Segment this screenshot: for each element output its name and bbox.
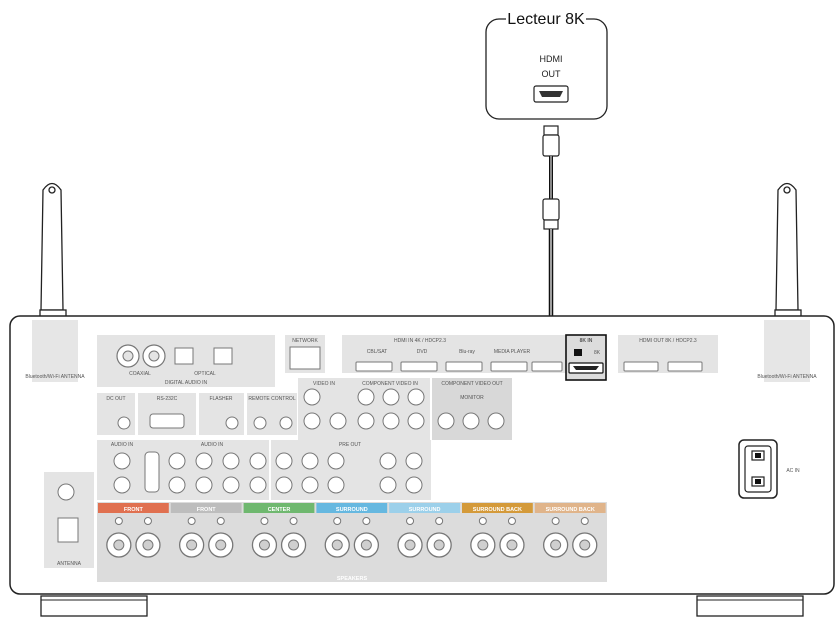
polarity-mark bbox=[478, 517, 487, 525]
polarity-mark bbox=[143, 517, 152, 525]
player-device: Lecteur 8K HDMI OUT bbox=[485, 11, 608, 120]
speaker-group: FRONT bbox=[98, 503, 169, 558]
speaker-group-header bbox=[98, 503, 169, 513]
speaker-group: SURROUND BACK bbox=[462, 503, 533, 558]
polarity-mark bbox=[551, 517, 560, 525]
speaker-terminal-core bbox=[550, 539, 562, 551]
polarity-mark bbox=[289, 517, 298, 525]
speaker-group-label: SURROUND BACK bbox=[546, 507, 595, 513]
video-panel: VIDEO IN COMPONENT VIDEO IN COMPONENT VI… bbox=[298, 378, 512, 440]
speaker-group: SURROUND bbox=[389, 503, 460, 558]
speaker-group-header bbox=[170, 503, 242, 513]
polarity-mark bbox=[333, 517, 342, 525]
speaker-group: CENTER bbox=[243, 503, 315, 558]
hdmi-out-label-1: HDMI bbox=[540, 54, 563, 64]
antenna-label-right: Bluetooth/Wi-Fi ANTENNA bbox=[757, 374, 817, 380]
network-panel: NETWORK bbox=[285, 335, 325, 373]
speaker-group-header bbox=[462, 503, 533, 513]
digital-audio-in-panel: COAXIAL OPTICAL DIGITAL AUDIO IN bbox=[97, 335, 275, 387]
speaker-group-label: FRONT bbox=[124, 507, 144, 513]
eight-k-port-label: 8K bbox=[594, 350, 601, 356]
polarity-mark bbox=[580, 517, 589, 525]
player-title: Lecteur 8K bbox=[507, 11, 585, 28]
coaxial-label: COAXIAL bbox=[129, 371, 151, 377]
component-video-in-label: COMPONENT VIDEO IN bbox=[362, 381, 418, 387]
speaker-terminal-core bbox=[404, 539, 416, 551]
dc-out-label: DC OUT bbox=[106, 396, 125, 402]
speaker-group-label: SURROUND BACK bbox=[473, 507, 522, 513]
polarity-mark bbox=[114, 517, 123, 525]
hdmi-input-4: MEDIA PLAYER bbox=[494, 349, 531, 355]
speaker-terminal-core bbox=[288, 539, 300, 551]
antenna-right bbox=[774, 182, 802, 321]
polarity-mark bbox=[187, 517, 196, 525]
control-panel: DC OUT RS-232C FLASHER REMOTE CONTROL bbox=[97, 393, 297, 435]
eight-k-in-label: 8K IN bbox=[580, 338, 593, 344]
hdmi-input-3: Blu-ray bbox=[459, 349, 475, 355]
speaker-group-label: CENTER bbox=[268, 507, 291, 513]
speaker-terminal-core bbox=[215, 539, 227, 551]
antenna-left bbox=[39, 182, 67, 321]
polarity-mark bbox=[216, 517, 225, 525]
pre-out-label: PRE OUT bbox=[339, 442, 361, 448]
polarity-mark bbox=[435, 517, 444, 525]
speaker-terminal-core bbox=[506, 539, 518, 551]
hdmi-in-label: HDMI IN 4K / HDCP2.3 bbox=[394, 338, 446, 344]
speaker-terminal-core bbox=[142, 539, 154, 551]
speaker-group: SURROUND BACK bbox=[534, 503, 606, 558]
remote-control-label: REMOTE CONTROL bbox=[248, 396, 295, 402]
speaker-group-header bbox=[316, 503, 388, 513]
audio-in-label-2: AUDIO IN bbox=[201, 442, 224, 448]
antenna-plate-right: Bluetooth/Wi-Fi ANTENNA bbox=[757, 320, 817, 382]
antenna-plate-left: Bluetooth/Wi-Fi ANTENNA bbox=[25, 320, 85, 382]
audio-in-panel: AUDIO IN AUDIO IN bbox=[97, 440, 269, 500]
polarity-mark bbox=[406, 517, 415, 525]
component-video-out-label: COMPONENT VIDEO OUT bbox=[441, 381, 502, 387]
fm-am-antenna-panel: ANTENNA bbox=[44, 472, 94, 568]
audio-in-label: AUDIO IN bbox=[111, 442, 134, 448]
speaker-terminal-core bbox=[331, 539, 343, 551]
optical-label: OPTICAL bbox=[194, 371, 216, 377]
speaker-terminal-core bbox=[258, 539, 270, 551]
monitor-label: MONITOR bbox=[460, 395, 484, 401]
hdmi-in-panel: HDMI IN 4K / HDCP2.3 CBL/SAT DVD Blu-ray… bbox=[342, 335, 566, 373]
eight-k-in-panel: 8K IN 8K bbox=[565, 334, 607, 381]
speaker-terminal-core bbox=[186, 539, 198, 551]
hdmi-out-label-2: OUT bbox=[542, 69, 562, 79]
speaker-group-label: SURROUND bbox=[336, 507, 368, 513]
speakers-panel: FRONT FRONT CENTER SURROUND SURROUND SURROUND… bbox=[97, 502, 607, 582]
antenna-terminal-label: ANTENNA bbox=[57, 561, 82, 567]
hdmi-out-port-icon bbox=[533, 85, 569, 103]
speaker-group: SURROUND bbox=[316, 503, 388, 558]
digital-audio-in-label: DIGITAL AUDIO IN bbox=[165, 380, 208, 386]
speaker-terminal-core bbox=[360, 539, 372, 551]
hdmi-input-2: DVD bbox=[417, 349, 428, 355]
speaker-group-label: SURROUND bbox=[409, 507, 441, 513]
polarity-mark bbox=[260, 517, 269, 525]
speaker-group: FRONT bbox=[170, 503, 242, 558]
speaker-terminal-core bbox=[113, 539, 125, 551]
antenna-label-left: Bluetooth/Wi-Fi ANTENNA bbox=[25, 374, 85, 380]
speaker-group-header bbox=[389, 503, 460, 513]
pre-out-panel: PRE OUT bbox=[271, 440, 431, 500]
speakers-label: SPEAKERS bbox=[337, 576, 368, 582]
speaker-terminal-core bbox=[433, 539, 445, 551]
flasher-label: FLASHER bbox=[209, 396, 232, 402]
speaker-terminal-core bbox=[477, 539, 489, 551]
speaker-group-label: FRONT bbox=[197, 507, 217, 513]
hdmi-out-label: HDMI OUT 8K / HDCP2.3 bbox=[639, 338, 697, 344]
hdmi-input-1: CBL/SAT bbox=[367, 349, 387, 355]
rs232c-label: RS-232C bbox=[157, 396, 178, 402]
polarity-mark bbox=[362, 517, 371, 525]
polarity-mark bbox=[507, 517, 516, 525]
speaker-group-header bbox=[243, 503, 315, 513]
video-in-label: VIDEO IN bbox=[313, 381, 335, 387]
speaker-group-header bbox=[534, 503, 606, 513]
ac-in-socket: AC IN bbox=[738, 439, 800, 499]
ac-in-label: AC IN bbox=[786, 468, 800, 474]
network-label: NETWORK bbox=[292, 338, 318, 344]
hdmi-out-panel: HDMI OUT 8K / HDCP2.3 bbox=[618, 335, 718, 373]
speaker-terminal-core bbox=[579, 539, 591, 551]
